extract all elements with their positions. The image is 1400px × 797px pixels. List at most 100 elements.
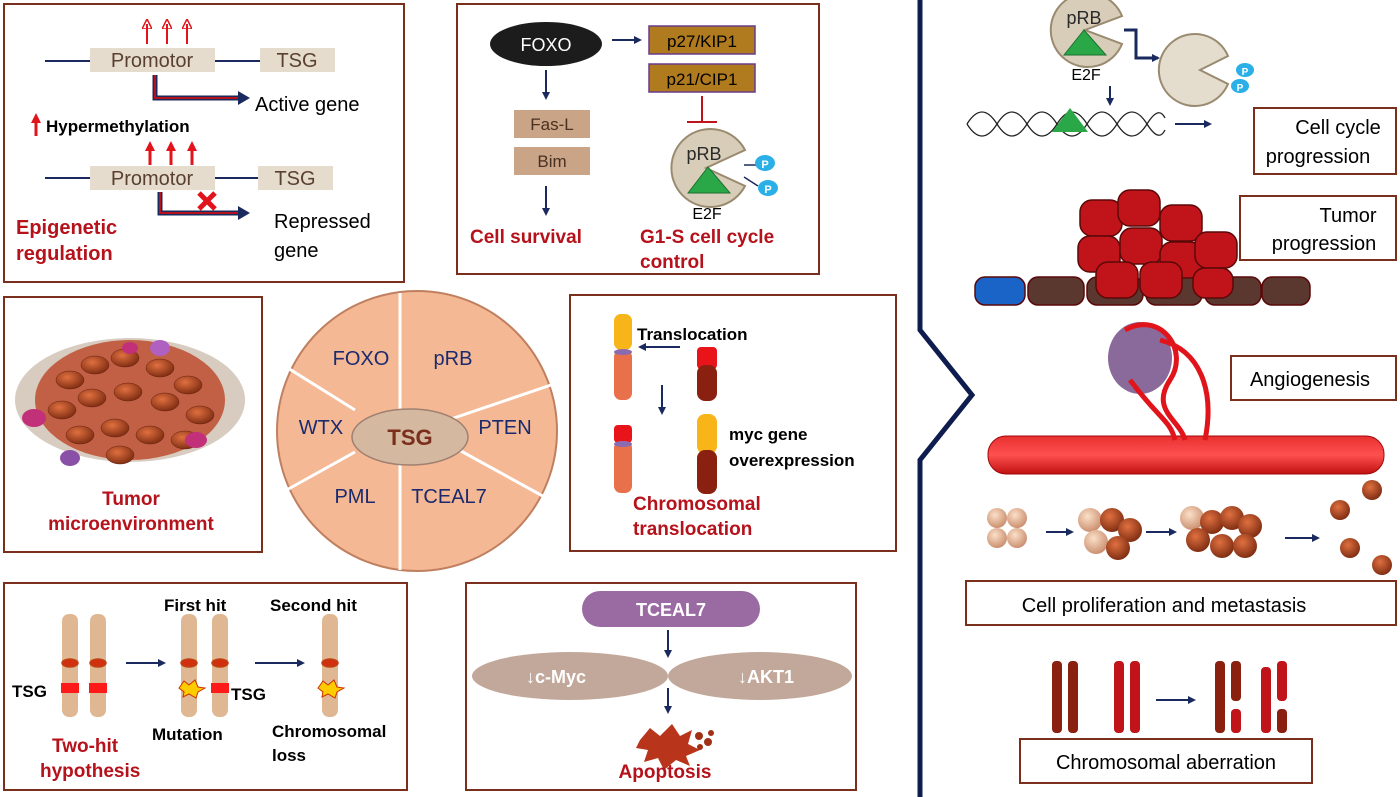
two-hit-title-2: hypothesis: [40, 761, 140, 782]
myc-label-2: overexpression: [729, 451, 855, 470]
tsg-center-oval: [351, 408, 469, 466]
loss-burst: [317, 679, 346, 699]
proliferation-label: Cell proliferation and metastasis: [1022, 595, 1307, 617]
active-gene-label: Active gene: [255, 94, 360, 116]
p21-label: p21/CIP1: [667, 70, 738, 89]
right-prb-label: pRB: [1066, 8, 1101, 28]
p27-box: [648, 25, 756, 55]
two-hit-border: [3, 582, 408, 791]
apoptosis-title: Apoptosis: [619, 762, 712, 783]
akt1-label: ↓AKT1: [738, 667, 794, 687]
apoptosis-border: [465, 582, 857, 791]
translocation-panel: Translocation myc gene overexpression Ch…: [569, 294, 897, 552]
segment-pml: PML: [334, 486, 375, 508]
p27-label: p27/KIP1: [667, 32, 737, 51]
segment-prb: pRB: [434, 348, 473, 370]
first-hit-label: First hit: [164, 596, 227, 615]
prb-label: pRB: [686, 144, 721, 164]
cmyc-label: ↓c-Myc: [526, 667, 586, 687]
tumor-label-2: progression: [1272, 233, 1377, 255]
prb-complex: pRB P P: [670, 128, 778, 208]
open-arrows: [147, 24, 187, 44]
g1s-label-2: control: [640, 252, 704, 273]
right-phosphorylated-prb: P P: [1157, 33, 1254, 107]
fasl-label: Fas-L: [530, 115, 573, 134]
phosphate-badge-label: P: [761, 159, 768, 171]
blood-vessel: [987, 322, 1385, 475]
g1s-label-1: G1-S cell cycle: [640, 227, 774, 248]
translocation-title-2: translocation: [633, 519, 752, 540]
promotor-box-top: [90, 48, 215, 72]
fasl-box: [514, 110, 590, 138]
epigenetic-title-1: Epigenetic: [16, 217, 117, 239]
dna-e2f-triangle: [1052, 108, 1088, 132]
tumor-box: [1239, 195, 1397, 261]
apoptosis-panel: TCEAL7 ↓c-Myc ↓AKT1 Apoptosis: [465, 582, 857, 791]
microenv-title-2: microenvironment: [48, 514, 214, 535]
bim-box: [514, 147, 590, 175]
foxo-label: FOXO: [520, 35, 571, 55]
right-p-badge-2: P: [1237, 83, 1244, 94]
block-x-icon: [197, 191, 217, 211]
segment-tceal7: TCEAL7: [411, 486, 487, 508]
cell-cycle-box: [1253, 107, 1397, 175]
tsg-label-top: TSG: [276, 50, 317, 72]
angiogenesis-box: [1230, 355, 1397, 401]
second-hit-label: Second hit: [270, 596, 357, 615]
segment-wtx: WTX: [299, 417, 343, 439]
repressed-label-1: Repressed: [274, 211, 371, 233]
right-p-badge-1: P: [1242, 67, 1249, 78]
phosphate-badge: [758, 180, 778, 196]
right-e2f-label: E2F: [1071, 67, 1101, 84]
aberration-label: Chromosomal aberration: [1056, 752, 1276, 774]
microenv-border: [3, 296, 263, 553]
tsg-circle: TSG FOXO pRB PTEN TCEAL7 PML WTX: [276, 290, 558, 572]
cell-cycle-label-1: Cell cycle: [1295, 117, 1381, 139]
akt1-oval: [668, 652, 852, 700]
repressed-label-2: gene: [274, 240, 319, 262]
segment-pten: PTEN: [478, 417, 531, 439]
epigenetic-title-2: regulation: [16, 243, 113, 265]
panel-divider: [917, 0, 976, 797]
microenv-title-1: Tumor: [102, 489, 160, 510]
loss-label-1: Chromosomal: [272, 722, 386, 741]
foxo-border: [456, 3, 820, 275]
microenvironment-panel: Tumor microenvironment: [3, 296, 263, 553]
tsg-left-label: TSG: [12, 682, 47, 701]
cell-cycle-label-2: progression: [1266, 146, 1371, 168]
right-panel: pRB E2F P P Cell cycle progression: [965, 0, 1397, 784]
right-prb-complex: pRB: [1049, 0, 1124, 68]
tsg-box-top: [260, 48, 335, 72]
filled-arrows: [145, 141, 197, 165]
myc-label-1: myc gene: [729, 425, 807, 444]
translocation-title-1: Chromosomal: [633, 494, 761, 515]
tsg-label-bottom: TSG: [274, 168, 315, 190]
hypermethylation-label: Hypermethylation: [46, 117, 190, 136]
aberration-box: [1019, 738, 1313, 784]
phosphate-badge-label: P: [764, 184, 771, 196]
tsg-box-bottom: [258, 166, 333, 190]
epigenetic-border: [3, 3, 405, 283]
phosphate-badge: [755, 155, 775, 171]
translocation-label: Translocation: [637, 325, 748, 344]
tsg-center-label: TSG: [387, 425, 432, 450]
loss-label-2: loss: [272, 746, 306, 765]
promotor-box-bottom: [90, 166, 215, 190]
promotor-label-bottom: Promotor: [111, 168, 194, 190]
two-hit-panel: TSG First hit Second hit TSG Mutation Ch…: [3, 582, 408, 791]
two-hit-title-1: Two-hit: [52, 736, 119, 757]
e2f-label: E2F: [692, 206, 722, 223]
tumor-label-1: Tumor: [1319, 205, 1376, 227]
bim-label: Bim: [537, 152, 566, 171]
epigenetic-panel: Promotor TSG Active gene Hypermethylatio…: [3, 3, 405, 283]
proliferation-cells: [987, 480, 1392, 575]
p21-box: [648, 63, 756, 93]
translocation-border: [569, 294, 897, 552]
segment-foxo: FOXO: [333, 348, 390, 370]
foxo-panel: FOXO p27/KIP1 p21/CIP1 Fas-L Bim pRB P P…: [456, 3, 820, 275]
cmyc-oval: [472, 652, 668, 700]
promotor-label-top: Promotor: [111, 50, 194, 72]
tumor-cells: [974, 189, 1311, 306]
